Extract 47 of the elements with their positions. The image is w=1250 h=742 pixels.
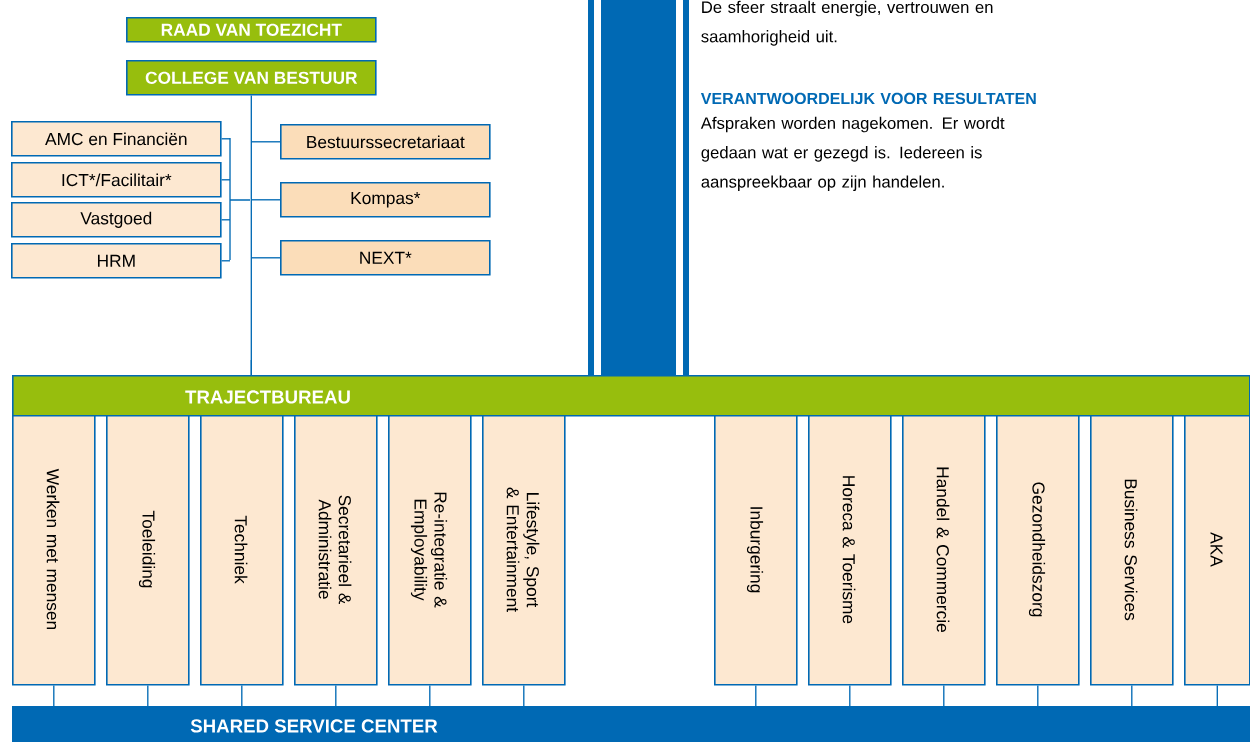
connector-line <box>250 199 281 201</box>
body-text: Afspraken worden nagekomen. Er wordt gedaan wat er gezegd is. Iedereen is aanspreekbaar op zijn handelen. <box>700 116 1005 191</box>
connector-line <box>335 684 337 707</box>
connector-line <box>849 684 851 707</box>
connector-line <box>1037 684 1039 707</box>
connector-line <box>943 684 945 707</box>
service-bar: SHARED SERVICE CENTER <box>12 706 1250 742</box>
connector-line <box>241 684 243 707</box>
connector-line <box>220 138 231 140</box>
department-box: AKA <box>1184 415 1250 686</box>
department-box: Techniek <box>200 415 284 686</box>
section-heading: VERANTWOORDELIJK VOOR RESULTATEN <box>700 92 1036 105</box>
department-box: Inburgering <box>714 415 798 686</box>
connector-line <box>229 137 251 261</box>
connector-line <box>250 257 281 259</box>
connector-line <box>755 684 757 707</box>
department-box: Handel & Commercie <box>902 415 986 686</box>
department-box: Secretarieel & Administratie <box>294 415 378 686</box>
department-box: Re-integratie & Employability <box>388 415 472 686</box>
connector-line <box>220 260 231 262</box>
unit-box: Bestuurssecretariaat <box>280 124 491 160</box>
unit-box: ICT*/Facilitair* <box>11 162 222 198</box>
department-box: Business Services <box>1090 415 1174 686</box>
unit-box: HRM <box>11 243 222 279</box>
department-box: Horeca & Toerisme <box>808 415 892 686</box>
connector-line <box>250 359 252 376</box>
department-box: Lifestyle, Sport & Entertainment <box>482 415 566 686</box>
connector-line <box>523 684 525 707</box>
connector-line <box>250 141 281 143</box>
connector-line <box>1131 684 1133 707</box>
connector-line <box>147 684 149 707</box>
connector-line <box>53 684 55 707</box>
title-bar: TRAJECTBUREAU <box>12 375 1250 417</box>
body-text: De sfeer straalt energie, vertrouwen en saamhorigheid uit. <box>701 0 993 46</box>
title-box: COLLEGE VAN BESTUUR <box>126 60 377 96</box>
department-box: Werken met mensen <box>12 415 96 686</box>
connector-line <box>429 684 431 707</box>
unit-box: Kompas* <box>280 182 491 218</box>
unit-box: NEXT* <box>280 240 491 276</box>
connector-line <box>220 179 231 181</box>
unit-box: Vastgoed <box>11 202 222 238</box>
department-box: Toeleiding <box>106 415 190 686</box>
connector-line <box>220 219 231 221</box>
unit-box: AMC en Financiën <box>11 121 222 157</box>
connector-line <box>1216 684 1218 707</box>
department-box: Gezondheidszorg <box>996 415 1080 686</box>
title-box: RAAD VAN TOEZICHT <box>126 17 377 43</box>
